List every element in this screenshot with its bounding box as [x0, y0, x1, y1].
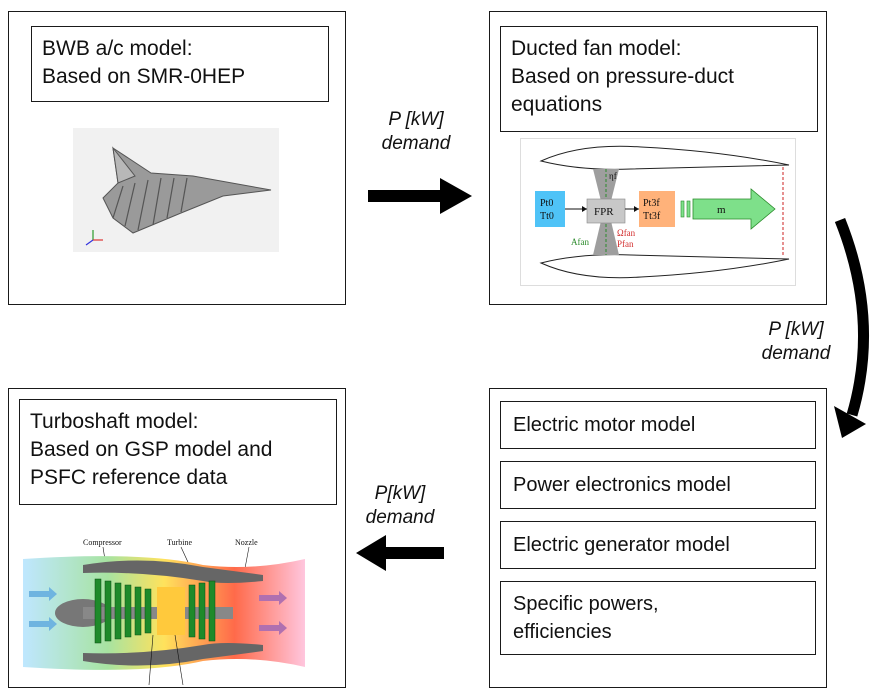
- turboshaft-diagram: Compressor Turbine Nozzle: [23, 525, 305, 686]
- fan-panel: Ducted fan model: Based on pressure-duct…: [489, 11, 827, 305]
- bottom-arrow-label-line1: P[kW]: [374, 483, 426, 504]
- afan-text: Afan: [571, 237, 589, 247]
- bwb-panel: BWB a/c model: Based on SMR-0HEP: [8, 11, 346, 305]
- bwb-title-box: BWB a/c model: Based on SMR-0HEP: [31, 26, 329, 102]
- electric-motor-label: Electric motor model: [513, 413, 696, 436]
- top-arrow-label-line1: P [kW]: [388, 109, 444, 130]
- electric-generator-box: Electric generator model: [500, 521, 816, 569]
- specific-powers-line2: efficiencies: [513, 621, 612, 643]
- bwb-title: BWB a/c model:: [42, 37, 193, 60]
- top-flow-arrow: [368, 178, 472, 214]
- bwb-aircraft-image: [73, 128, 279, 252]
- turbo-subtitle-2: PSFC reference data: [30, 466, 228, 489]
- fpr-box: [586, 198, 626, 224]
- bwb-subtitle: Based on SMR-0HEP: [42, 65, 246, 88]
- top-arrow-label-line2: demand: [381, 133, 451, 154]
- pt3f-text: Pt3f: [643, 198, 660, 209]
- curved-flow-arrow: [834, 217, 870, 438]
- turbo-title: Turboshaft model:: [30, 410, 199, 433]
- nozzle-label: Nozzle: [235, 538, 258, 547]
- bottom-arrow-label-line2: demand: [365, 507, 435, 528]
- tt3f-text: Tt3f: [643, 211, 661, 222]
- top-arrow-label: P [kW] demand: [356, 108, 476, 156]
- pt0-box: [535, 191, 565, 227]
- mdot-text: m: [717, 204, 726, 216]
- tt0-text: Tt0: [540, 211, 554, 222]
- electric-panel: Electric motor model Power electronics m…: [489, 388, 827, 688]
- power-electronics-label: Power electronics model: [513, 473, 731, 496]
- pt0-text: Pt0: [540, 198, 553, 209]
- right-arrow-label-line2: demand: [761, 343, 831, 364]
- fan-subtitle-1: Based on pressure-duct: [511, 65, 734, 88]
- pfan-text: Pfan: [617, 239, 634, 249]
- mass-flow-arrow: [692, 188, 776, 230]
- turbine-label: Turbine: [167, 538, 192, 547]
- pt3f-box: [639, 191, 675, 227]
- eta-text: ηf: [609, 171, 617, 181]
- turbo-panel: Turboshaft model: Based on GSP model and…: [8, 388, 346, 688]
- fan-subtitle-2: equations: [511, 93, 603, 116]
- electric-generator-label: Electric generator model: [513, 533, 730, 556]
- compressor-label: Compressor: [83, 538, 122, 547]
- right-arrow-label: P [kW] demand: [736, 318, 856, 366]
- omega-text: Ωfan: [617, 228, 636, 238]
- turbo-subtitle-1: Based on GSP model and: [30, 438, 273, 461]
- fpr-text: FPR: [594, 206, 614, 218]
- specific-powers-line1: Specific powers,: [513, 593, 659, 615]
- fan-title: Ducted fan model:: [511, 37, 682, 60]
- fan-title-box: Ducted fan model: Based on pressure-duct…: [500, 26, 818, 132]
- bottom-arrow-label: P[kW] demand: [340, 482, 460, 530]
- turbo-title-box: Turboshaft model: Based on GSP model and…: [19, 399, 337, 505]
- specific-powers-box: Specific powers, efficiencies: [500, 581, 816, 655]
- electric-motor-box: Electric motor model: [500, 401, 816, 449]
- power-electronics-box: Power electronics model: [500, 461, 816, 509]
- bottom-flow-arrow: [356, 535, 444, 571]
- right-arrow-label-line1: P [kW]: [768, 319, 824, 340]
- ducted-fan-diagram: Pt0 Tt0 FPR Pt3f Tt3f m ηf Ωfan Pfan Afa…: [520, 138, 796, 286]
